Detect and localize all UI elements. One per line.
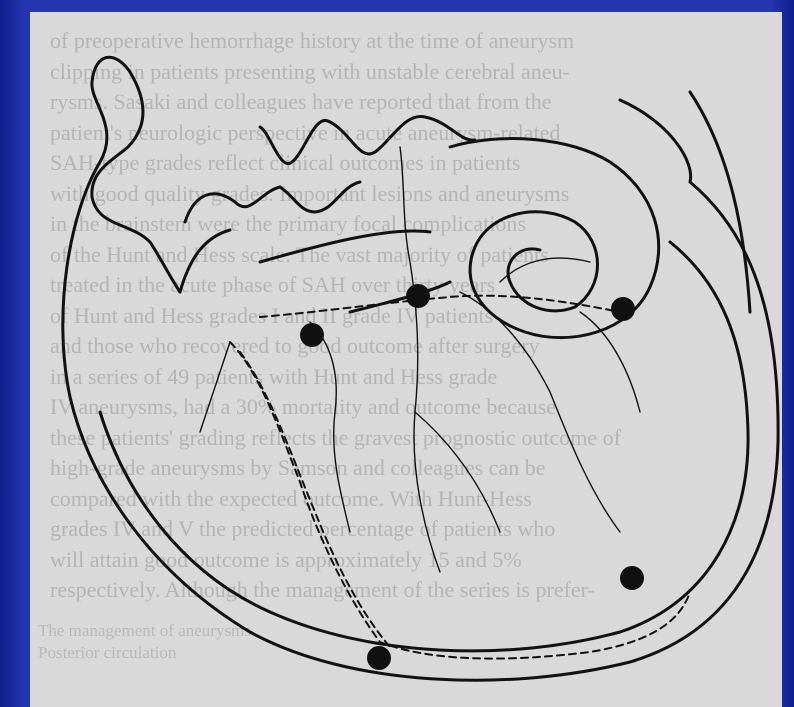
brainstem-contour [180,230,230,292]
scanned-page: of preoperative hemorrhage history at th… [30,12,782,707]
aneurysm-marker-2 [611,297,635,321]
aneurysm-marker-1 [406,284,430,308]
brain-artery-drawing [30,12,782,707]
brain-outer-contour [63,57,180,397]
aneurysm-marker-4 [620,566,644,590]
aneurysm-marker-3 [300,323,324,347]
artery-inner-dashed [240,352,390,647]
artery-upper-dashed [260,296,620,317]
artery-main-dashed [230,342,690,659]
aneurysm-marker-5 [367,646,391,670]
